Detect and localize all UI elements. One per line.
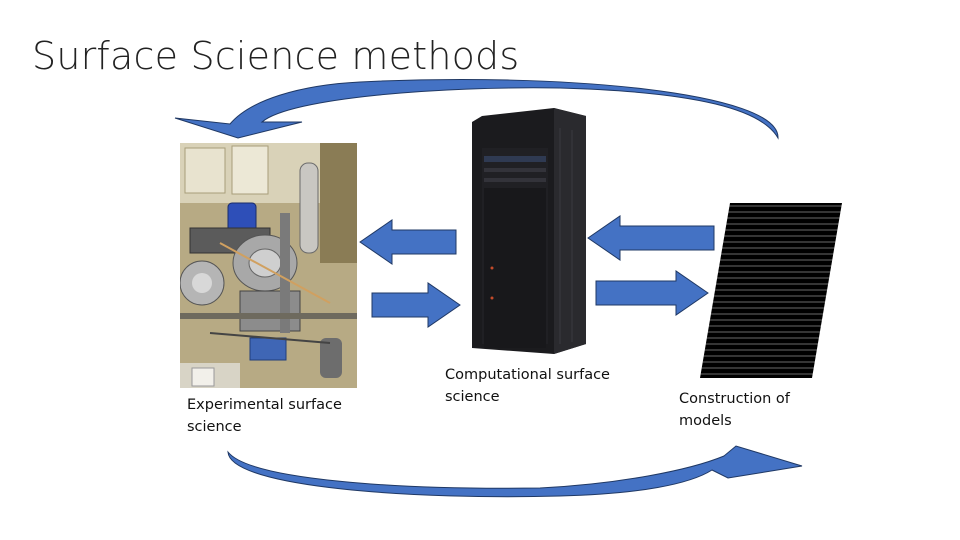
- arrow-to-models: [595, 270, 709, 316]
- model-diagram: [700, 203, 842, 378]
- slide-title: Surface Science methods: [32, 34, 520, 78]
- computer-server-photo: [472, 108, 586, 354]
- top-curved-arrow: [174, 78, 779, 140]
- arrow-to-computational: [371, 282, 461, 328]
- caption-computational-line2: science: [445, 389, 500, 405]
- caption-computational: Computational surface science: [445, 364, 610, 408]
- caption-experimental-line1: Experimental surface: [187, 397, 342, 413]
- experimental-apparatus-photo: [180, 143, 357, 388]
- caption-models-line2: models: [679, 413, 732, 429]
- caption-models-line1: Construction of: [679, 391, 790, 407]
- caption-models: Construction of models: [679, 388, 790, 432]
- caption-experimental: Experimental surface science: [187, 394, 342, 438]
- caption-experimental-line2: science: [187, 419, 242, 435]
- bottom-curved-arrow: [227, 445, 803, 498]
- arrow-from-models: [587, 215, 715, 261]
- arrow-to-experimental: [359, 219, 457, 265]
- caption-computational-line1: Computational surface: [445, 367, 610, 383]
